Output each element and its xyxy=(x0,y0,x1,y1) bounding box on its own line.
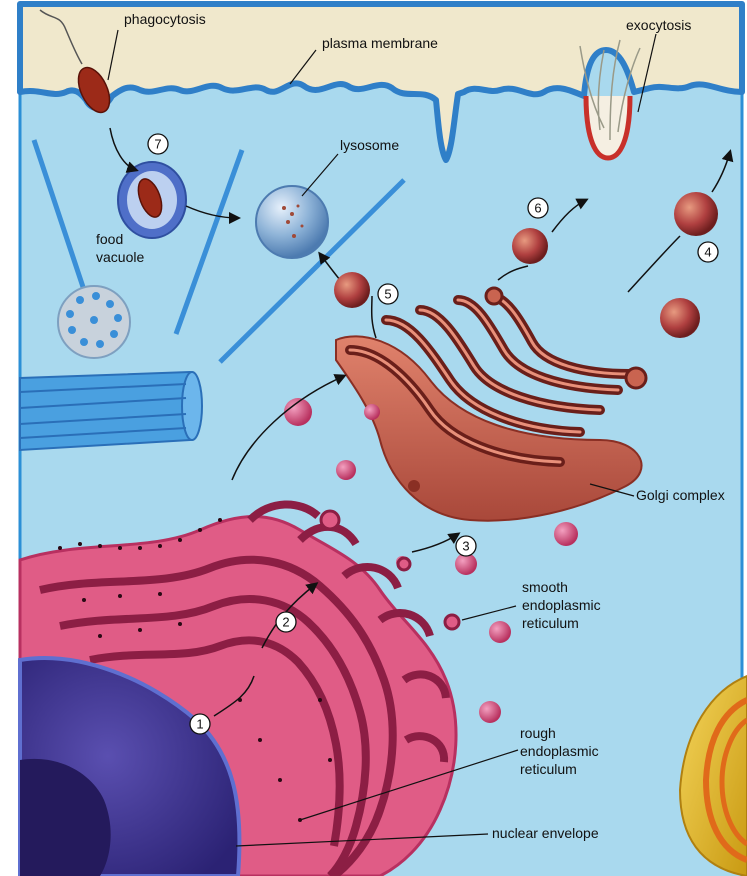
label-food-vacuole-2: vacuole xyxy=(96,249,144,265)
transport-vesicle xyxy=(554,522,578,546)
step-marker-3: 3 xyxy=(456,536,476,556)
label-plasma-membrane: plasma membrane xyxy=(322,35,438,51)
step-number: 4 xyxy=(704,245,711,260)
lysosome xyxy=(256,186,328,258)
step-number: 3 xyxy=(462,539,469,554)
label-golgi-complex: Golgi complex xyxy=(636,487,725,503)
step-marker-4: 4 xyxy=(698,242,718,262)
exocytosis-vesicle xyxy=(586,96,630,158)
vesicle xyxy=(674,192,718,236)
label-smooth-er-2: endoplasmic xyxy=(522,597,601,613)
step-marker-2: 2 xyxy=(276,612,296,632)
label-food-vacuole-1: food xyxy=(96,231,123,247)
step-number: 6 xyxy=(534,201,541,216)
transport-vesicle xyxy=(489,621,511,643)
transport-vesicle xyxy=(336,460,356,480)
vesicle xyxy=(334,272,370,308)
transport-vesicle xyxy=(479,701,501,723)
label-rough-er-1: rough xyxy=(520,725,556,741)
step-marker-7: 7 xyxy=(148,134,168,154)
label-rough-er-2: endoplasmic xyxy=(520,743,599,759)
label-smooth-er-3: reticulum xyxy=(522,615,579,631)
step-marker-5: 5 xyxy=(378,284,398,304)
label-exocytosis: exocytosis xyxy=(626,17,691,33)
step-number: 7 xyxy=(154,137,161,152)
step-number: 1 xyxy=(196,717,203,732)
step-marker-6: 6 xyxy=(528,198,548,218)
label-phagocytosis: phagocytosis xyxy=(124,11,206,27)
microtubule-bundle xyxy=(20,372,202,450)
vesicle xyxy=(512,228,548,264)
label-nuclear-envelope: nuclear envelope xyxy=(492,825,599,841)
step-marker-1: 1 xyxy=(190,714,210,734)
step-number: 5 xyxy=(384,287,391,302)
transport-vesicle xyxy=(364,404,380,420)
vesicle xyxy=(660,298,700,338)
step-number: 2 xyxy=(282,615,289,630)
label-rough-er-3: reticulum xyxy=(520,761,577,777)
label-lysosome: lysosome xyxy=(340,137,399,153)
label-smooth-er-1: smooth xyxy=(522,579,568,595)
